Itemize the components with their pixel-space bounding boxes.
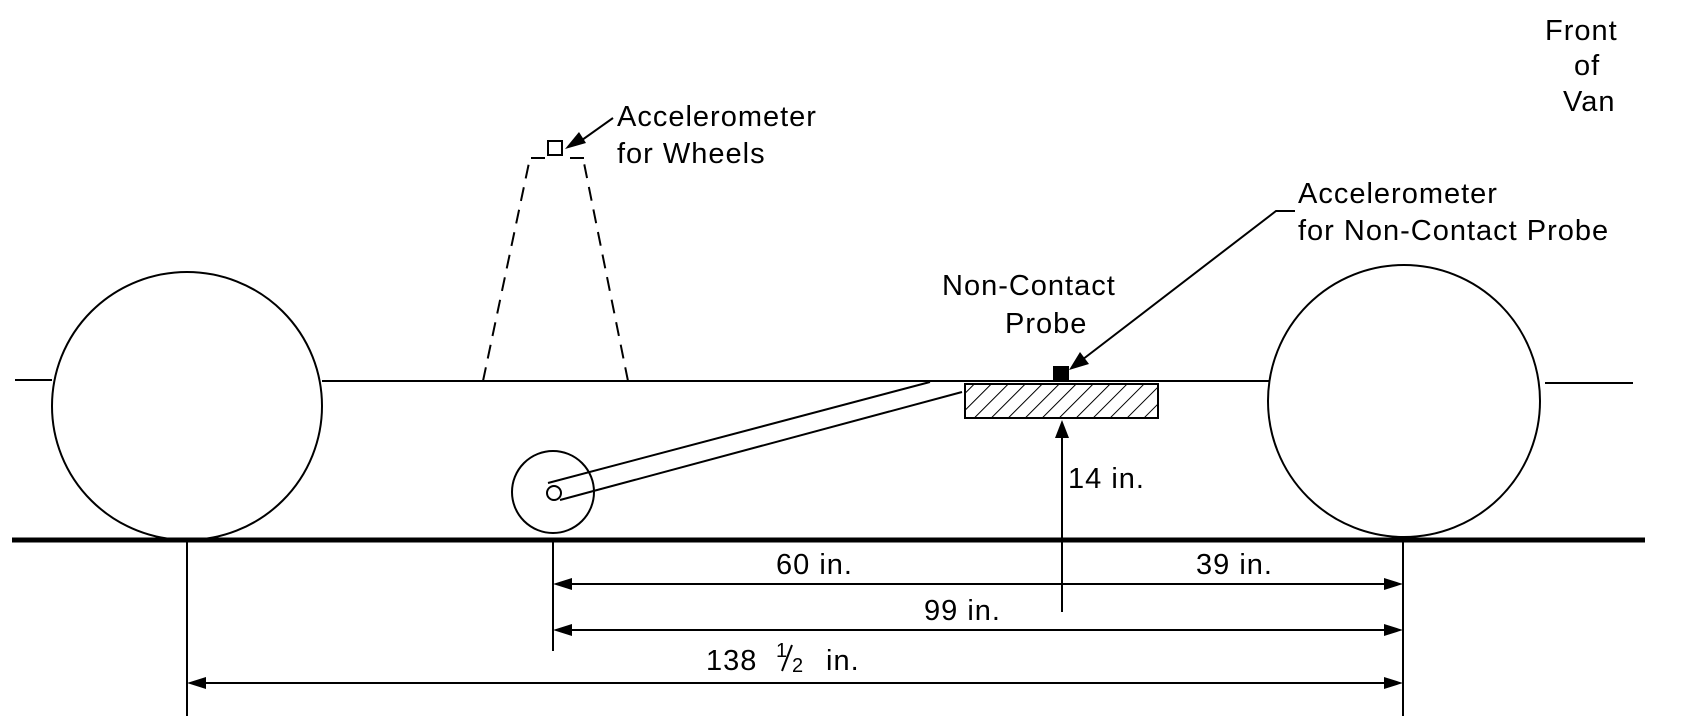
probe-label: Non-Contact Probe bbox=[942, 270, 1116, 340]
svg-text:in.: in. bbox=[826, 645, 860, 677]
probe-accelerometer-label: Accelerometer for Non-Contact Probe bbox=[1298, 178, 1609, 247]
fifth-wheel-hub bbox=[546, 485, 562, 501]
svg-text:2: 2 bbox=[792, 655, 804, 677]
wheel-accelerometer-mount bbox=[482, 157, 629, 382]
svg-text:Accelerometer: Accelerometer bbox=[617, 101, 817, 133]
non-contact-probe bbox=[964, 383, 1159, 419]
svg-text:Van: Van bbox=[1563, 86, 1615, 118]
svg-text:Front: Front bbox=[1545, 15, 1618, 47]
dimension-60-arrow-left bbox=[553, 578, 572, 590]
front-wheel bbox=[1267, 264, 1541, 538]
fifth-wheel bbox=[511, 450, 595, 534]
svg-text:1: 1 bbox=[776, 640, 788, 662]
dimension-138-label: 138 1 2 in. bbox=[706, 640, 860, 677]
wheel-accelerometer bbox=[547, 140, 563, 156]
probe-accelerometer-leader bbox=[1077, 210, 1295, 364]
wheel-accelerometer-arrowhead bbox=[565, 132, 586, 149]
dimension-39-label: 39 in. bbox=[1196, 549, 1273, 581]
dimension-138-arrow-left bbox=[187, 677, 206, 689]
wheel-accelerometer-label: Accelerometer for Wheels bbox=[617, 101, 817, 170]
height-dimension-arrowhead bbox=[1055, 420, 1069, 438]
dimension-99-arrow-right bbox=[1384, 624, 1403, 636]
dimension-99-label: 99 in. bbox=[924, 595, 1001, 627]
svg-text:of: of bbox=[1574, 50, 1600, 82]
dimension-60-label: 60 in. bbox=[776, 549, 853, 581]
trailing-arm-lower bbox=[559, 391, 963, 501]
front-of-van-label: Front of Van bbox=[1545, 15, 1618, 118]
svg-text:Probe: Probe bbox=[1005, 308, 1087, 340]
svg-text:for Wheels: for Wheels bbox=[617, 138, 766, 170]
dimension-138-arrow-right bbox=[1384, 677, 1403, 689]
svg-text:138: 138 bbox=[706, 645, 757, 677]
svg-text:for Non-Contact Probe: for Non-Contact Probe bbox=[1298, 215, 1609, 247]
probe-accelerometer-arrowhead bbox=[1069, 352, 1089, 370]
svg-text:Accelerometer: Accelerometer bbox=[1298, 178, 1498, 210]
height-dimension-label: 14 in. bbox=[1068, 463, 1145, 495]
dimension-99-arrow-left bbox=[553, 624, 572, 636]
svg-text:Non-Contact: Non-Contact bbox=[942, 270, 1116, 302]
trailing-arm-upper bbox=[547, 381, 931, 484]
probe-accelerometer bbox=[1053, 366, 1069, 382]
dimension-39-arrow-right bbox=[1384, 578, 1403, 590]
rear-wheel bbox=[51, 271, 323, 541]
